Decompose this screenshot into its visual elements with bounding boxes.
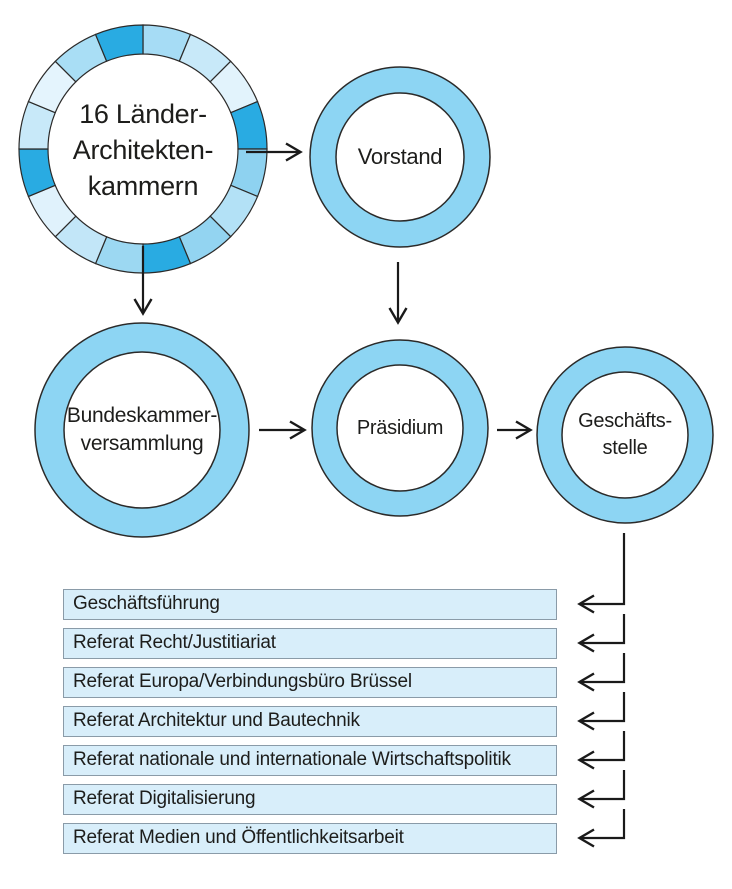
vorstand-ring-inner: [335, 92, 465, 222]
bundes-line-1: Bundeskammer-: [66, 404, 218, 427]
arrow-geschaeftsstelle-to-dept-4: [577, 731, 626, 770]
department-row-architektur: Referat Architektur und Bautechnik: [63, 706, 557, 737]
arrow-geschaeftsstelle-to-dept-6: [577, 809, 626, 848]
arrow-geschaeftsstelle-to-dept-1: [577, 614, 626, 653]
arrow-geschaeftsstelle-to-dept-0: [577, 533, 626, 614]
geschaeftsstelle-ring-inner: [561, 371, 689, 499]
vorstand-text: Vorstand: [357, 144, 443, 169]
vorstand-node-label: Vorstand: [310, 127, 490, 187]
praesidium-ring-inner: [336, 364, 464, 492]
laender-ring-segments: [18, 24, 268, 274]
laender-line-2: Architekten-: [72, 135, 214, 165]
department-row-digitalisierung: Referat Digitalisierung: [63, 784, 557, 815]
laender-line-1: 16 Länder-: [79, 99, 207, 129]
laender-kammern-node-label: 16 Länder- Architekten- kammern: [23, 94, 263, 206]
praesidium-text: Präsidium: [356, 416, 444, 439]
bundeskammerversammlung-ring-inner: [63, 351, 221, 509]
department-row-medien: Referat Medien und Öffentlichkeitsarbeit: [63, 823, 557, 854]
bundes-line-2: versammlung: [80, 432, 204, 455]
department-row-europa: Referat Europa/Verbindungsbüro Brüssel: [63, 667, 557, 698]
bundeskammerversammlung-node-label: Bundeskammer- versammlung: [32, 400, 252, 460]
geschaefts-line-2: stelle: [602, 437, 648, 459]
praesidium-node-label: Präsidium: [320, 400, 480, 456]
geschaefts-line-1: Geschäfts-: [578, 410, 672, 432]
department-row-wirtschaftspolitik: Referat nationale und internationale Wir…: [63, 745, 557, 776]
laender-line-3: kammern: [87, 171, 199, 201]
arrow-geschaeftsstelle-to-dept-2: [577, 653, 626, 692]
laender-ring-segment: [94, 24, 144, 63]
geschaeftsstelle-node-label: Geschäfts- stelle: [555, 407, 695, 463]
department-row-recht: Referat Recht/Justitiariat: [63, 628, 557, 659]
arrow-geschaeftsstelle-to-dept-3: [577, 692, 626, 731]
department-row-geschaeftsfuehrung: Geschäftsführung: [63, 589, 557, 620]
arrow-geschaeftsstelle-to-dept-5: [577, 770, 626, 809]
